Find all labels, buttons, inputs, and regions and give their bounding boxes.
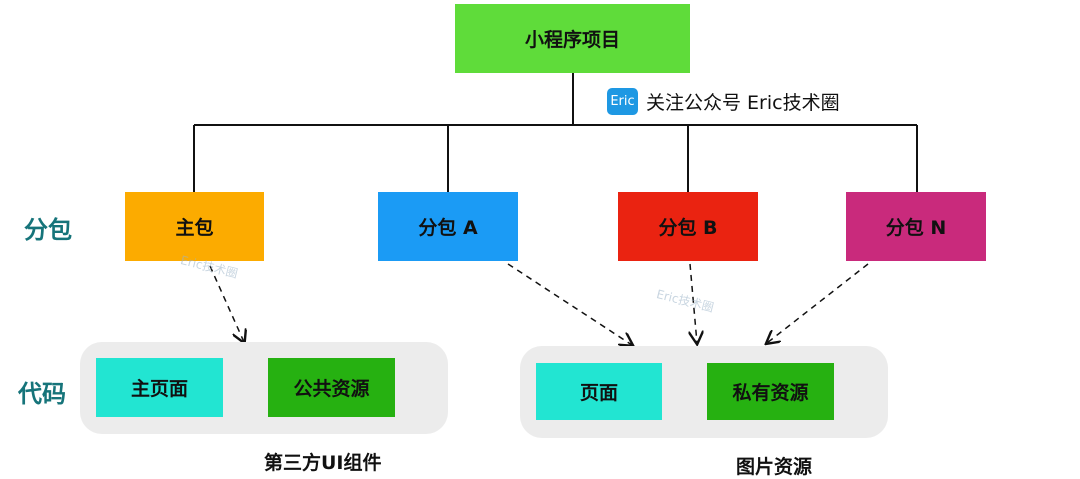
package-a: 分包 A: [378, 192, 518, 261]
eric-logo-icon: Eric: [607, 88, 638, 115]
package-a-label: 分包 A: [418, 217, 478, 239]
connector-lines: [193, 73, 918, 459]
root-node-label: 小程序项目: [524, 29, 620, 51]
package-b: 分包 B: [618, 192, 758, 261]
code-item-public-resources: 公共资源: [268, 358, 395, 417]
right-group-caption: 图片资源: [736, 456, 813, 478]
left-group-caption: 第三方UI组件: [264, 452, 382, 474]
package-n: 分包 N: [846, 192, 986, 261]
code-item-main-page-label: 主页面: [130, 378, 188, 400]
code-item-page: 页面: [536, 363, 662, 420]
arrow-a-to-right-group: [507, 263, 632, 345]
arrow-b-to-right-group: [690, 263, 697, 343]
code-item-page-label: 页面: [579, 382, 618, 404]
arrow-n-to-right-group: [767, 263, 869, 343]
root-node: 小程序项目: [455, 4, 690, 73]
arrow-main-to-left-group: [209, 265, 244, 342]
package-main: 主包: [125, 192, 264, 261]
code-item-private-resources: 私有资源: [707, 363, 834, 420]
code-item-public-resources-label: 公共资源: [293, 378, 370, 400]
row-label-subpackage: 分包: [24, 216, 72, 244]
watermark: Eric 关注公众号 Eric技术圈: [607, 88, 840, 115]
code-item-private-resources-label: 私有资源: [732, 382, 809, 404]
watermark-text: 关注公众号 Eric技术圈: [646, 92, 840, 114]
package-n-label: 分包 N: [885, 217, 947, 239]
code-item-main-page: 主页面: [96, 358, 223, 417]
package-b-label: 分包 B: [658, 217, 718, 239]
row-label-code: 代码: [18, 380, 66, 408]
package-main-label: 主包: [175, 217, 214, 239]
